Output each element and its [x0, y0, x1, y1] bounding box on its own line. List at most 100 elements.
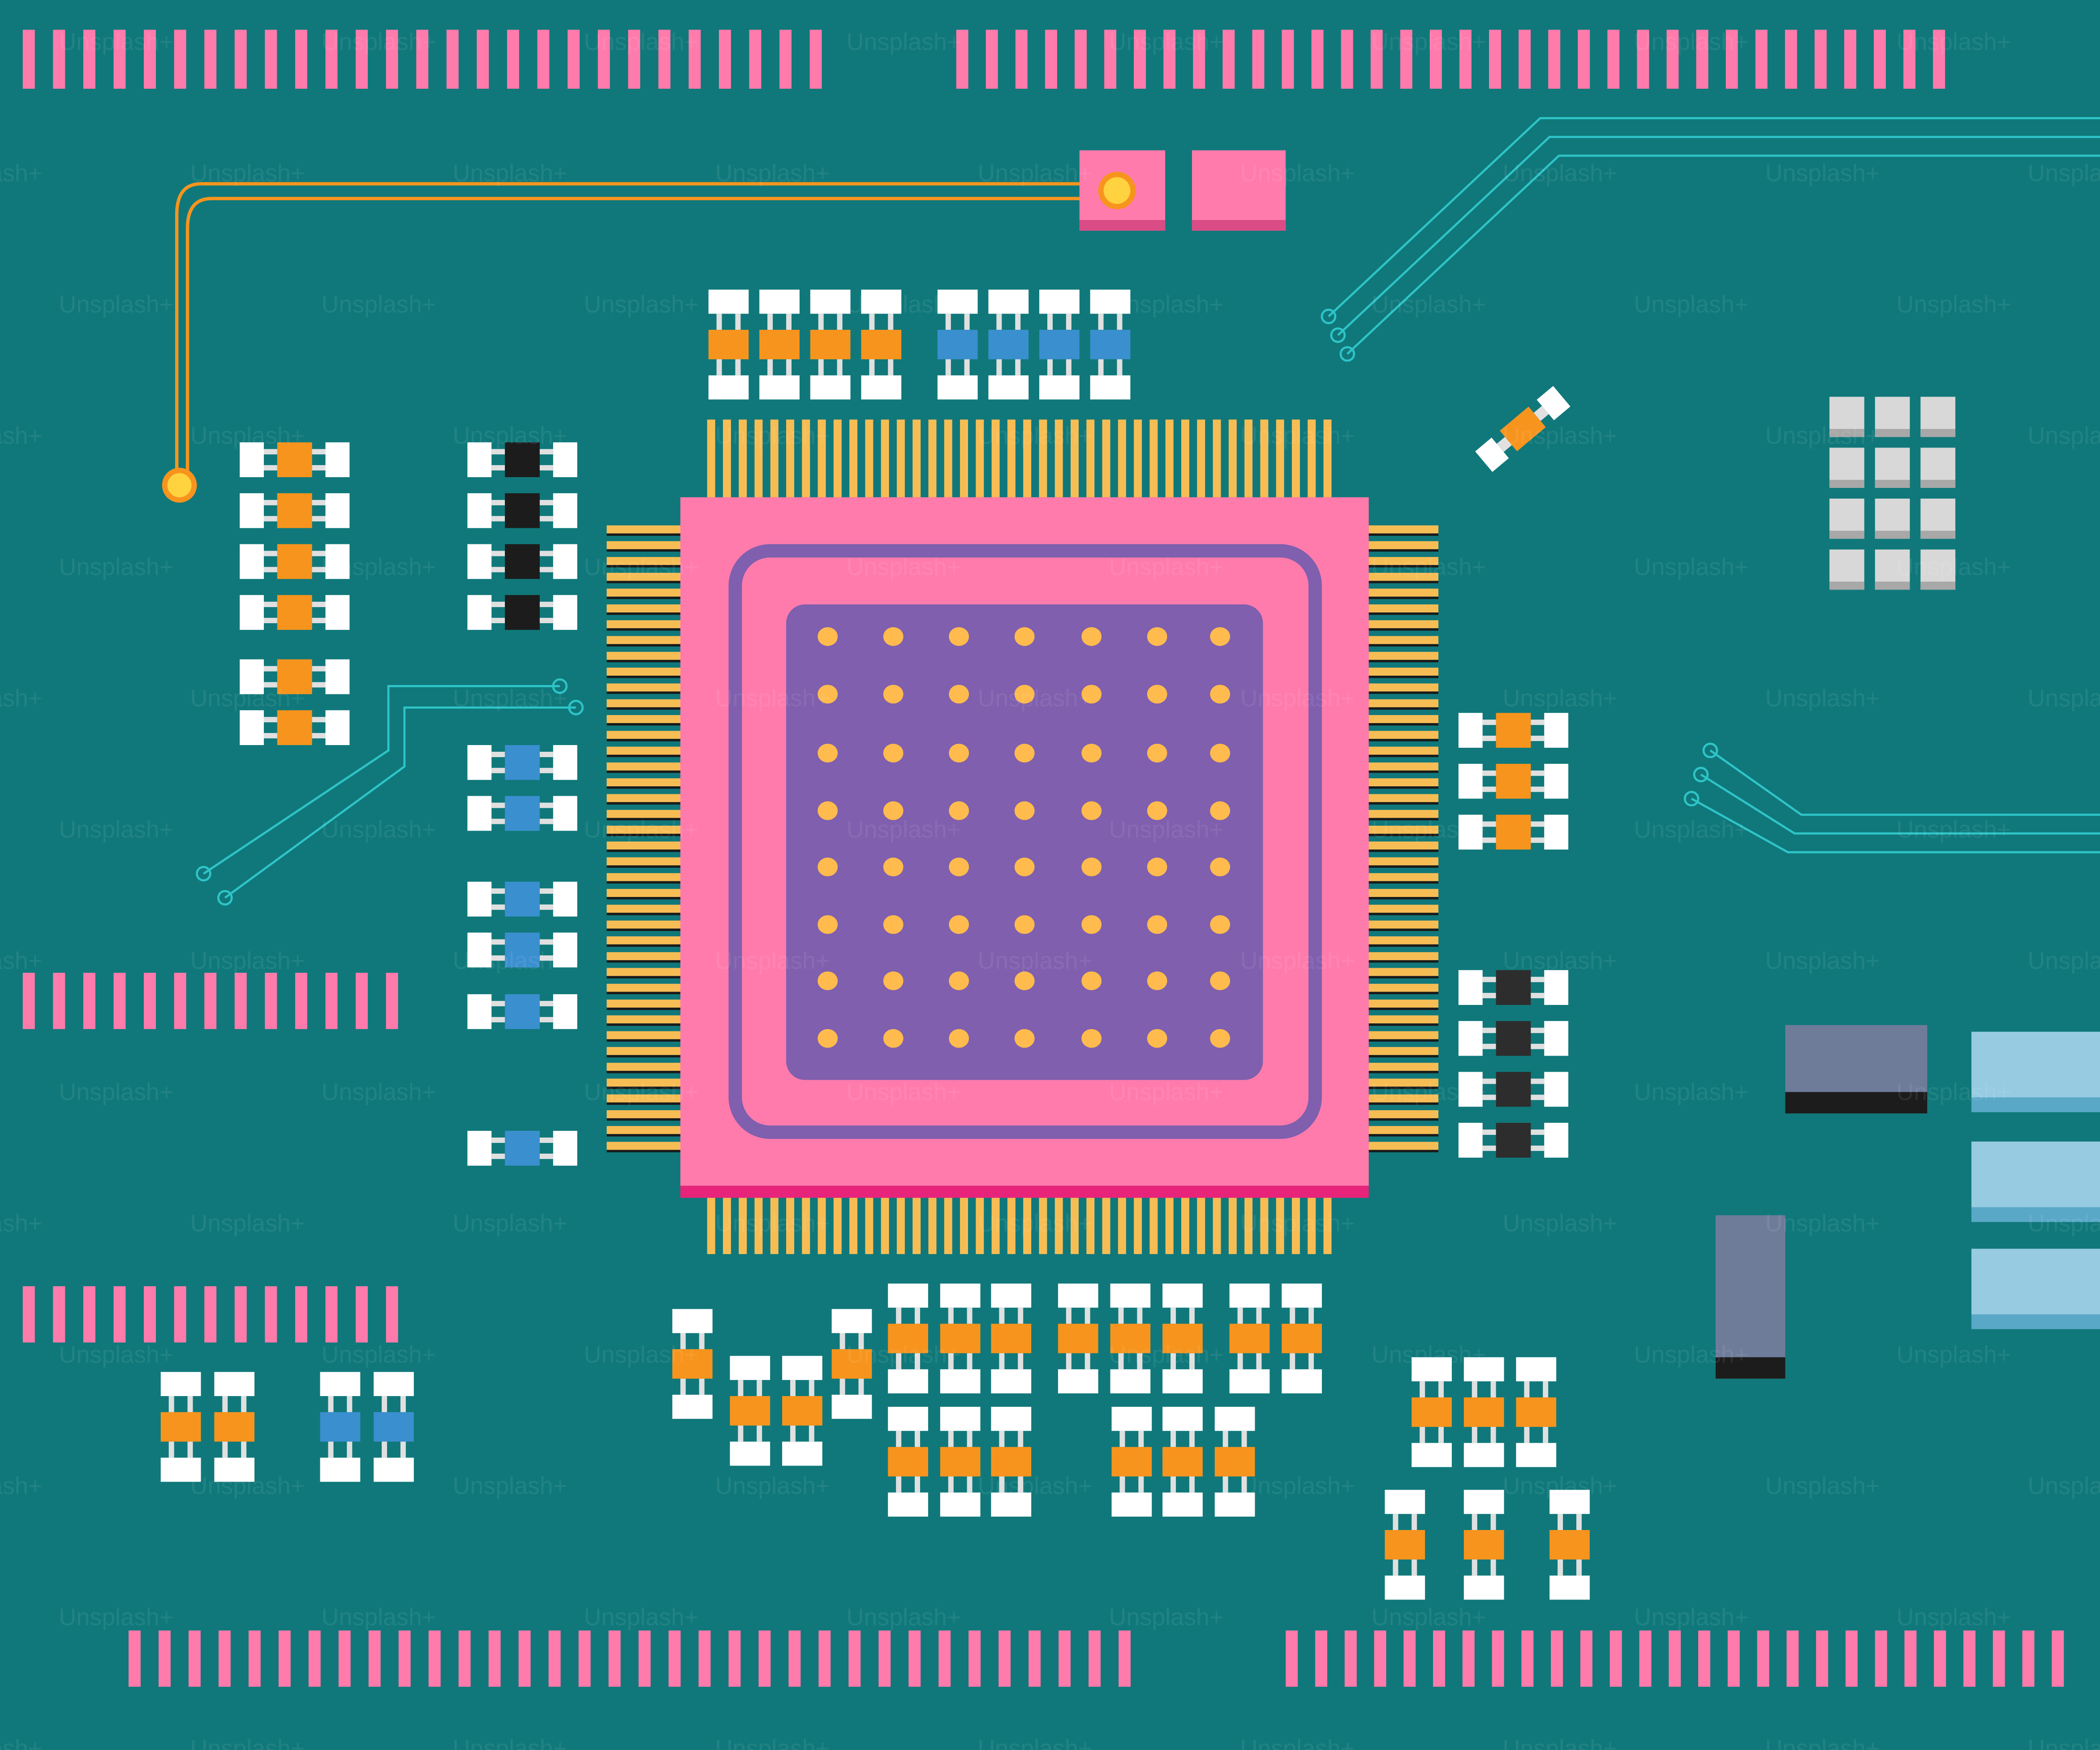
smd-column-right-dark — [1458, 970, 1569, 1158]
chip-pin — [607, 1015, 682, 1024]
grey-pad-edge — [1829, 429, 1864, 437]
chip-pin-shadow — [607, 991, 682, 995]
chip-pin — [976, 1198, 984, 1254]
watermark-text: Unsplash+ — [1372, 1603, 1486, 1630]
solder-ball — [818, 627, 838, 646]
smd-pad — [1544, 1123, 1569, 1158]
solder-ball — [1081, 915, 1102, 934]
chip-pin — [1368, 604, 1439, 612]
watermark-text: Unsplash+ — [2028, 1735, 2100, 1750]
smd-body — [505, 994, 540, 1029]
chip-pin — [1368, 873, 1439, 881]
header-pin — [1134, 30, 1146, 89]
smd-body — [505, 442, 540, 478]
header-pin — [1639, 1630, 1652, 1687]
chip-pin — [849, 1198, 858, 1254]
smd-lead — [491, 802, 505, 808]
watermark-text: Unsplash+ — [1109, 816, 1224, 843]
watermark-text: Unsplash+ — [1897, 816, 2011, 843]
watermark-text: Unsplash+ — [322, 28, 436, 55]
via — [552, 678, 568, 694]
chip-pin-shadow — [607, 1102, 682, 1105]
smd-lead — [1472, 1559, 1477, 1576]
watermark-text: Unsplash+ — [1897, 553, 2011, 580]
header-pin — [295, 30, 307, 89]
smd-pad — [374, 1372, 414, 1397]
smd-lead — [539, 1017, 553, 1022]
watermark-text: Unsplash+ — [1503, 1472, 1618, 1499]
chip-pin-shadow — [607, 1086, 682, 1089]
watermark-text: Unsplash+ — [584, 1341, 699, 1368]
watermark-text: Unsplash+ — [1109, 291, 1224, 318]
header-pin — [1119, 1630, 1131, 1687]
chip-pin-shadow — [607, 1118, 682, 1121]
smd-pad — [988, 375, 1029, 400]
smd-lead — [839, 1379, 845, 1395]
smd-pad — [1544, 1021, 1569, 1056]
smd-lead — [263, 602, 277, 608]
grey-pad-edge — [1920, 480, 1956, 488]
chip-pins-top — [707, 419, 1332, 497]
chip-pin — [1181, 1198, 1189, 1254]
watermark-text: Unsplash+ — [190, 1735, 305, 1750]
smd-pad — [1385, 1575, 1425, 1600]
smd-lead — [187, 1441, 193, 1458]
smd-pad — [240, 442, 264, 478]
chip-pin-shadow — [1368, 913, 1439, 915]
smd-lead — [1393, 1559, 1399, 1576]
chip-pin — [607, 983, 682, 992]
smd-lead — [1118, 1353, 1124, 1370]
smd-pad — [708, 375, 749, 400]
smd-lead — [1117, 314, 1123, 330]
chip-pin-shadow — [607, 1134, 682, 1137]
chip-pins-bottom — [707, 1198, 1332, 1254]
smd-pad — [553, 595, 577, 630]
smd-lead — [948, 1431, 954, 1447]
solder-ball — [949, 685, 969, 704]
smd-lead — [241, 1441, 247, 1458]
smd-lead — [915, 1476, 920, 1493]
chip-pin — [607, 573, 682, 581]
watermark-text: Unsplash+ — [1897, 1078, 2011, 1105]
smd-pad — [1458, 970, 1483, 1005]
chip-pin — [707, 419, 715, 497]
chip-pin-shadow — [607, 833, 682, 836]
smd-pad — [1458, 1123, 1483, 1158]
smd-pad — [759, 289, 800, 314]
smd-lead — [837, 359, 843, 375]
chip-pin — [607, 636, 682, 644]
chip-pin-shadow — [607, 786, 682, 789]
solder-ball — [883, 858, 904, 876]
smd-lead — [1290, 1353, 1295, 1370]
solder-ball — [1014, 1029, 1035, 1048]
header-pin — [1311, 30, 1324, 89]
smd-lead — [491, 1138, 505, 1143]
smd-body — [374, 1412, 414, 1442]
smd-pad — [214, 1372, 255, 1397]
chip-pin-shadow — [1368, 1118, 1439, 1121]
smd-lead — [999, 1307, 1005, 1324]
chip-pin-shadow — [1368, 1150, 1439, 1152]
smd-lead — [999, 1353, 1005, 1370]
smd-body — [1496, 970, 1531, 1005]
solder-ball — [949, 858, 969, 876]
smd-pad — [861, 289, 902, 314]
chip-pin-shadow — [1368, 581, 1439, 583]
smd-pad — [1111, 1492, 1152, 1517]
smd-lead — [222, 1441, 228, 1458]
smd-pad — [782, 1441, 822, 1466]
via — [1330, 327, 1346, 343]
smd-pad — [888, 1492, 928, 1517]
watermark-text: Unsplash+ — [453, 159, 568, 186]
smd-body — [505, 796, 540, 831]
smd-lead — [1531, 770, 1545, 776]
header-pin — [1845, 1630, 1858, 1687]
header-pin — [83, 1286, 95, 1343]
smd-pad — [240, 544, 264, 579]
smd-body — [1111, 1447, 1152, 1477]
watermark-text: Unsplash+ — [584, 1078, 699, 1105]
smd-lead — [896, 1307, 902, 1324]
header-pin — [144, 30, 156, 89]
smd-lead — [945, 314, 951, 330]
